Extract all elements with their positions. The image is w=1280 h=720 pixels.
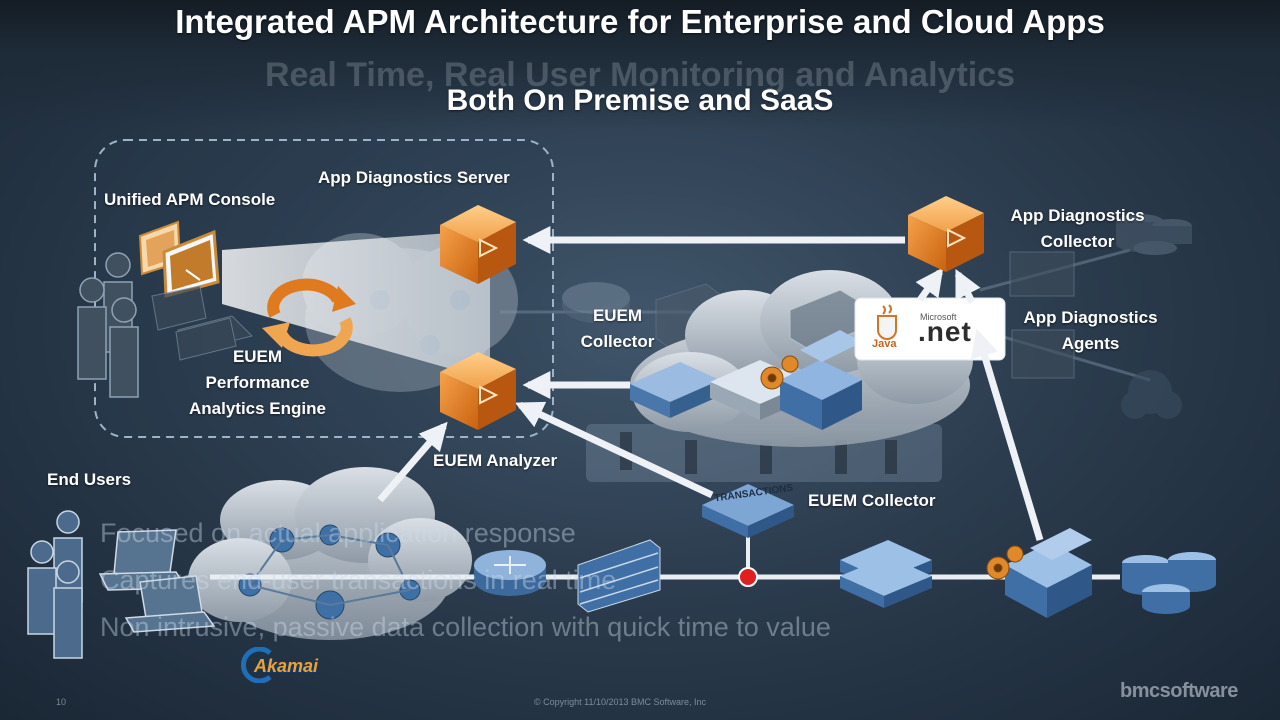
java-dotnet-box xyxy=(854,297,1006,361)
euem-analyzer-icon xyxy=(440,352,516,430)
akamai-swoosh-icon xyxy=(240,647,272,683)
app-diagnostics-collector-label: App Diagnostics Collector xyxy=(995,203,1160,255)
load-balancer-stack-icon xyxy=(840,540,932,608)
dotnet-label: .net xyxy=(918,316,972,347)
euem-pae-label: EUEM Performance Analytics Engine xyxy=(160,344,355,422)
agent-server-icon xyxy=(1009,251,1182,419)
slide-subtitle: Both On Premise and SaaS xyxy=(446,84,834,117)
euem-collector-router-icon xyxy=(562,282,630,323)
app-server-cube-mid xyxy=(780,330,862,430)
java-label: Java xyxy=(872,338,897,350)
faded-bullet-1: Focused on actual application response xyxy=(100,518,576,548)
slide-title: Integrated APM Architecture for Enterpri… xyxy=(175,3,1105,40)
app-diagnostics-agents-label: App Diagnostics Agents xyxy=(1008,305,1173,357)
faded-bullet-3: Non intrusive, passive data collection w… xyxy=(100,612,831,642)
data-flow-arrows xyxy=(377,226,1044,542)
app-diag-agents-line-2: Agents xyxy=(1061,334,1120,353)
akamai-logo: Akamai xyxy=(254,656,319,676)
app-server-cube-bottom xyxy=(1005,528,1092,618)
euem-pae-line-2: Performance xyxy=(205,373,310,392)
end-users-label: End Users xyxy=(47,470,132,489)
unified-console-label: Unified APM Console xyxy=(104,190,276,209)
euem-collector-switch-icon xyxy=(702,484,794,538)
euem-analyzer-label: EUEM Analyzer xyxy=(433,451,558,470)
bmc-software-logo: bmcsoftware xyxy=(1120,680,1238,702)
java-cup-icon xyxy=(877,315,897,340)
microsoft-label: Microsoft xyxy=(920,312,957,322)
network-tap-point xyxy=(738,567,758,587)
console-monitors xyxy=(138,220,220,298)
gears-icon-mid xyxy=(760,355,799,390)
public-internet-cloud xyxy=(188,467,472,640)
euem-collector-mid-line-1: EUEM xyxy=(592,306,643,325)
gears-icon-bottom xyxy=(986,545,1024,580)
euem-collector-bottom-label: EUEM Collector xyxy=(808,491,936,510)
end-user-laptops xyxy=(98,529,216,633)
app-diag-collector-line-1: App Diagnostics xyxy=(1010,206,1145,225)
euem-collector-mid-label: EUEM Collector xyxy=(560,303,675,355)
datacenter-storage-icon xyxy=(1116,214,1192,255)
end-user-icons xyxy=(27,510,83,659)
firewall-icon-bottom xyxy=(577,539,661,613)
app-diagnostics-collector-icon xyxy=(908,196,984,272)
title-band xyxy=(0,0,1280,130)
euem-pae-line-3: Analytics Engine xyxy=(189,399,326,418)
console-user-icons xyxy=(77,252,139,398)
faded-subtitle: Real Time, Real User Monitoring and Anal… xyxy=(264,56,1016,94)
euem-pae-line-1: EUEM xyxy=(232,347,283,366)
app-diag-collector-line-2: Collector xyxy=(1040,232,1115,251)
database-icon-bottom xyxy=(1122,552,1216,614)
laptop-icons xyxy=(151,285,253,361)
console-light-beam xyxy=(222,230,490,380)
app-diagnostics-server-label: App Diagnostics Server xyxy=(318,168,510,187)
app-diagnostics-server-icon xyxy=(440,205,516,284)
euem-collector-mid-line-2: Collector xyxy=(580,332,655,351)
faded-bullet-2: Captures end-user transactions in real t… xyxy=(100,565,617,595)
page-number: 10 xyxy=(56,697,67,707)
footer-copyright: © Copyright 11/10/2013 BMC Software, Inc xyxy=(534,697,707,707)
sync-arrows-icon xyxy=(262,278,356,357)
app-diag-agents-line-1: App Diagnostics xyxy=(1023,308,1158,327)
router-icon-bottom xyxy=(474,550,546,596)
